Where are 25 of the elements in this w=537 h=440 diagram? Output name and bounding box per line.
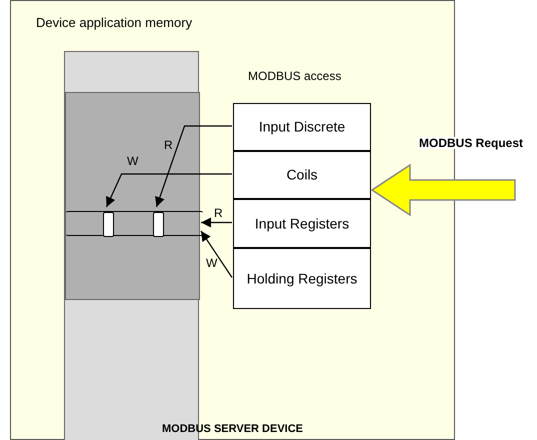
memory-slot [103,212,114,237]
edge-label: R [213,207,224,219]
request-arrow [370,164,516,216]
memory-area [65,92,200,300]
row-label: Holding Registers [246,269,358,288]
row-label: Input Registers [254,214,350,233]
edge-label: W [205,257,218,269]
table-row [233,199,371,248]
table-row [233,103,371,151]
memory-band [66,211,203,236]
edge-label: R [163,139,174,151]
arrow [201,218,232,228]
arrow [200,230,232,278]
memory-slot [153,212,164,237]
row-label: Input Discrete [258,118,346,136]
row-label: Coils [285,166,319,184]
arrow [106,173,232,208]
table-heading: MODBUS access [248,69,342,83]
table-row [233,248,371,309]
edge-label: W [126,155,140,167]
frame-caption: MODBUS SERVER DEVICE [161,423,304,435]
arrow [155,125,232,208]
edge-label: MODBUS Request [418,137,524,149]
table-row [233,151,371,199]
frame-title: Device application memory [36,15,192,30]
